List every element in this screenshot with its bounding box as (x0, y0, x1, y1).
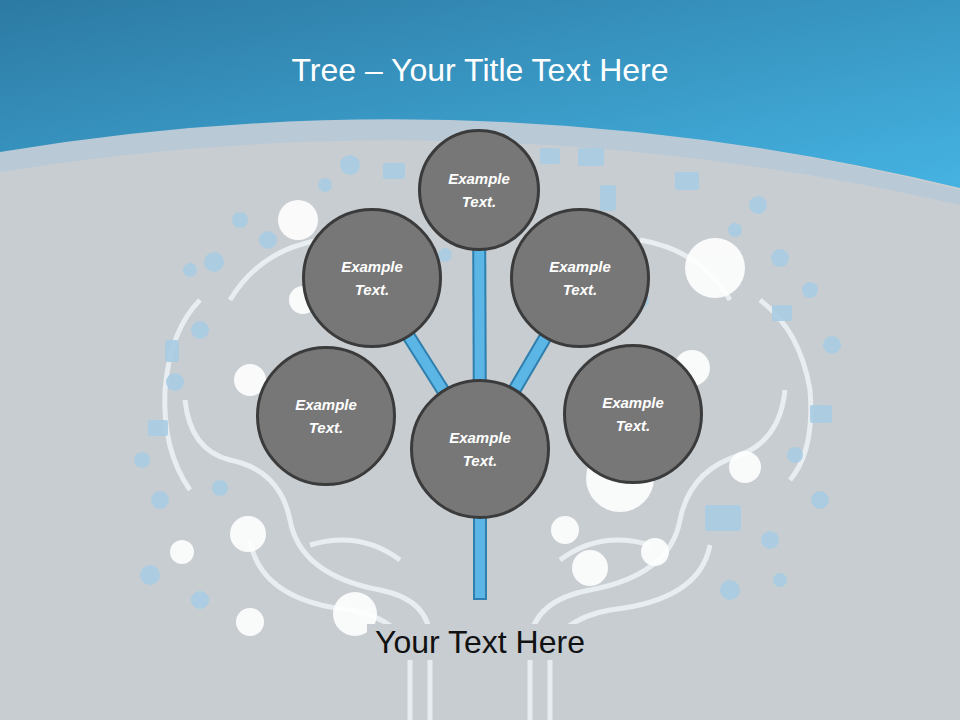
circle-node: Example Text. (256, 346, 396, 486)
node-text: Example Text. (433, 167, 525, 213)
node-text: Example Text. (434, 426, 526, 472)
circle-node: Example Text. (510, 208, 650, 348)
branch-connector (514, 337, 545, 391)
node-text: Example Text. (326, 255, 418, 301)
circle-node: Example Text. (563, 344, 703, 484)
node-dots (170, 200, 761, 636)
circle-outline (563, 344, 703, 484)
trunk-base (480, 515, 481, 600)
caption-row: Your Text Here (0, 624, 960, 661)
branch-connector (479, 249, 481, 381)
node-text: Example Text. (280, 393, 372, 439)
caption: Your Text Here (367, 624, 593, 660)
circle-outline (418, 129, 540, 251)
branch-connector (408, 335, 443, 391)
node-text: Example Text. (587, 391, 679, 437)
node-text: Example Text. (534, 255, 626, 301)
circle-outline (256, 346, 396, 486)
circle-outline (410, 379, 550, 519)
circle-node: Example Text. (302, 208, 442, 348)
circle-node: Example Text. (410, 379, 550, 519)
circuit-wires (165, 240, 811, 720)
circle-outline (510, 208, 650, 348)
circle-node: Example Text. (418, 129, 540, 251)
circle-outline (302, 208, 442, 348)
title: Tree – Your Title Text Here (0, 52, 960, 89)
